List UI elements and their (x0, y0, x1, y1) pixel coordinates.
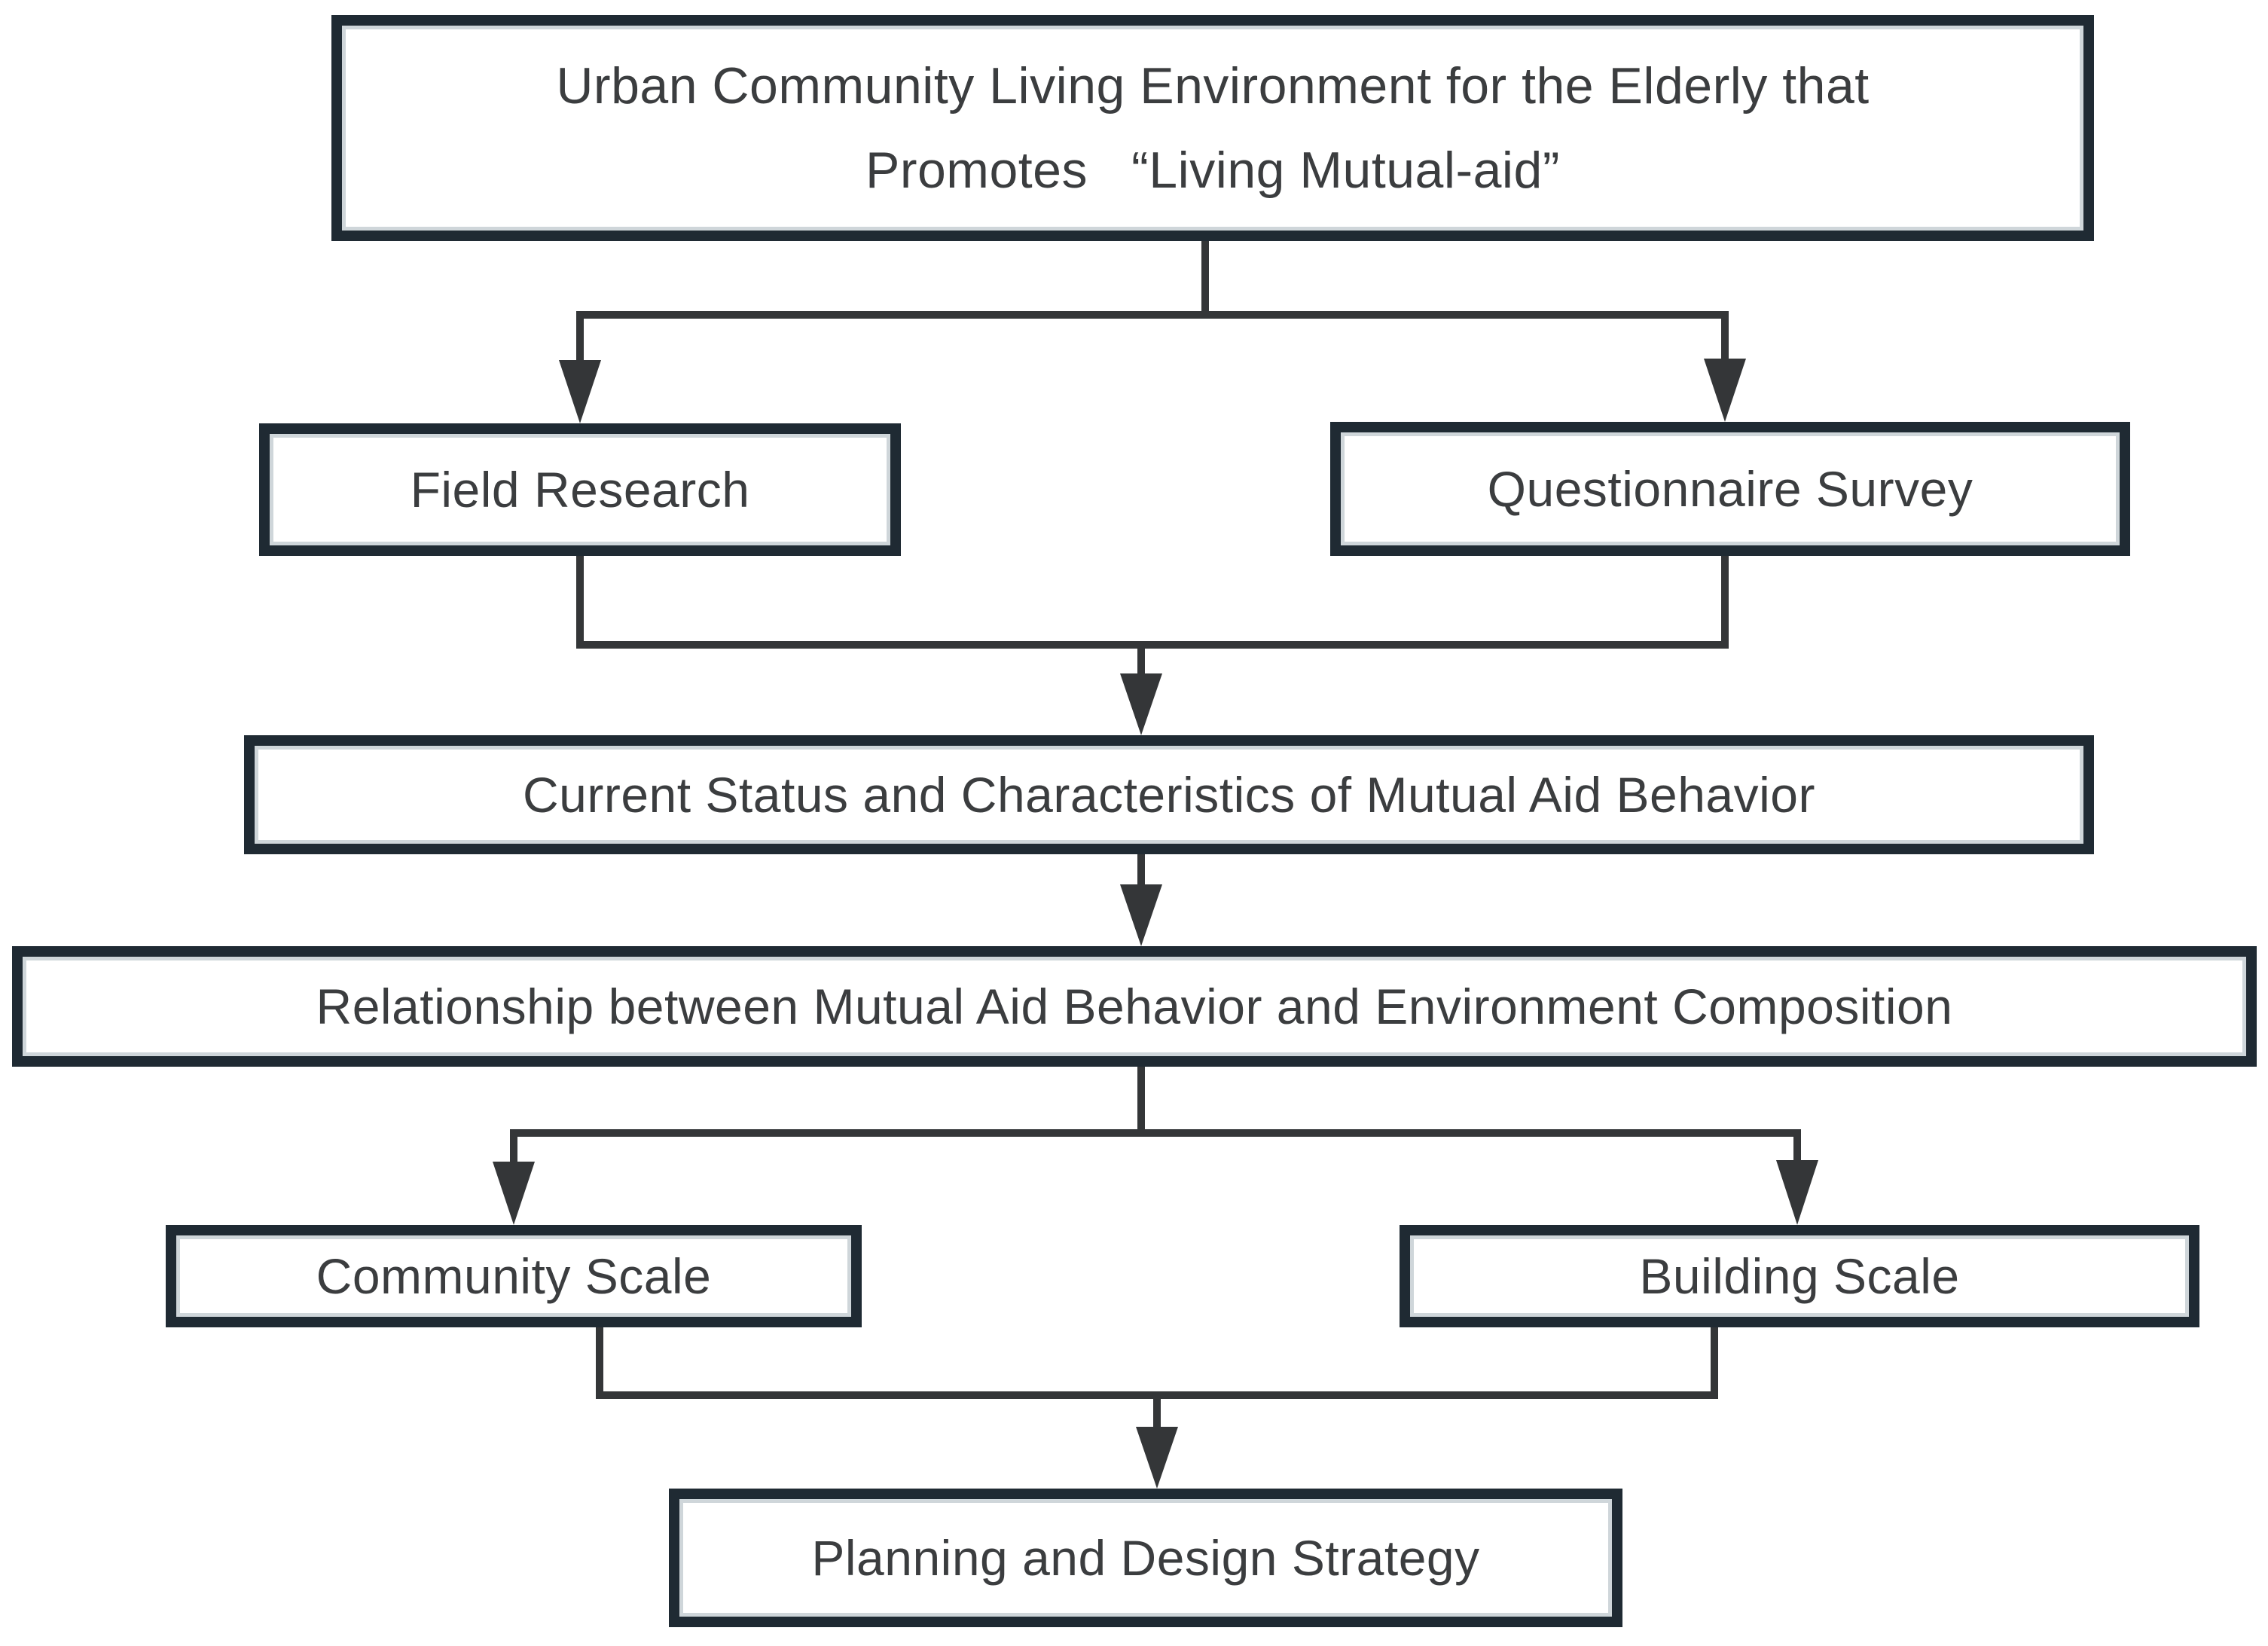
node-current-status-label: Current Status and Characteristics of Mu… (523, 766, 1815, 823)
arrowhead-to-planning-strategy (1136, 1427, 1178, 1489)
arrowhead-to-questionnaire-survey (1704, 359, 1746, 422)
arrowhead-to-building-scale (1776, 1160, 1818, 1225)
node-relationship: Relationship between Mutual Aid Behavior… (12, 946, 2257, 1067)
node-root-title: Urban Community Living Environment for t… (331, 15, 2094, 241)
node-building-scale-label: Building Scale (1639, 1247, 1960, 1304)
arrowhead-to-community-scale (493, 1162, 535, 1225)
node-relationship-label: Relationship between Mutual Aid Behavior… (316, 978, 1953, 1034)
node-planning-strategy-label: Planning and Design Strategy (811, 1529, 1480, 1586)
node-questionnaire-survey-label: Questionnaire Survey (1487, 460, 1973, 517)
node-community-scale: Community Scale (166, 1225, 862, 1327)
arrowhead-to-relationship (1120, 884, 1162, 946)
arrowhead-to-field-research (559, 360, 601, 423)
node-building-scale: Building Scale (1400, 1225, 2199, 1327)
node-field-research-label: Field Research (410, 461, 750, 518)
node-community-scale-label: Community Scale (316, 1247, 712, 1304)
node-current-status: Current Status and Characteristics of Mu… (244, 735, 2094, 854)
node-questionnaire-survey: Questionnaire Survey (1330, 422, 2130, 556)
arrowhead-to-current-status (1120, 673, 1162, 735)
edge-merge-bar-row3 (576, 554, 1729, 649)
node-field-research: Field Research (259, 423, 901, 556)
edge-root-split-bar (576, 311, 1729, 362)
node-root-label: Urban Community Living Environment for t… (556, 57, 1870, 199)
node-planning-strategy: Planning and Design Strategy (669, 1489, 1622, 1627)
edge-merge-bar-row6 (596, 1327, 1718, 1399)
edge-relationship-split-bar (510, 1129, 1801, 1163)
